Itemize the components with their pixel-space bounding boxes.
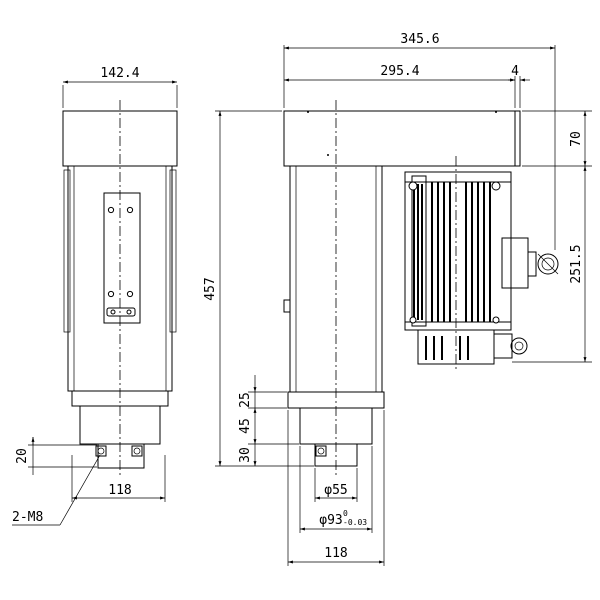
servo-motor bbox=[404, 156, 559, 372]
dim-motor-height: 251.5 bbox=[569, 244, 584, 283]
dim-shaft-diameter: φ55 bbox=[324, 483, 347, 498]
dim-pilot-diameter: φ93 bbox=[319, 513, 342, 528]
dim-right-body-width: 295.4 bbox=[380, 64, 419, 79]
dim-top-block-height: 70 bbox=[569, 131, 584, 147]
connector-plug bbox=[537, 253, 559, 275]
motor-body bbox=[404, 171, 512, 331]
dim-flange-gap: 4 bbox=[511, 64, 519, 79]
dim-total-height: 457 bbox=[203, 277, 218, 300]
dim-left-hole-offset: 20 bbox=[15, 448, 30, 464]
dim-pilot-tol-upper: 0 bbox=[343, 509, 348, 518]
dim-pilot-tol-lower: -0.03 bbox=[343, 518, 367, 527]
thread-callout: 2-M8 bbox=[12, 510, 43, 525]
right-top-block bbox=[283, 110, 516, 167]
dim-step-45: 45 bbox=[238, 418, 253, 434]
dim-step-30: 30 bbox=[238, 447, 253, 463]
motor-connector bbox=[501, 237, 529, 289]
encoder-plug bbox=[510, 337, 528, 355]
dim-right-base-width: 118 bbox=[324, 546, 347, 561]
dim-left-base-width: 118 bbox=[108, 483, 131, 498]
left-view: 142.4 20 118 2-M8 bbox=[12, 66, 178, 526]
dim-step-25: 25 bbox=[238, 392, 253, 408]
left-bolt-2 bbox=[131, 445, 143, 457]
dim-right-total-width: 345.6 bbox=[400, 32, 439, 47]
left-mounting-plate bbox=[103, 192, 141, 324]
dim-left-top-width: 142.4 bbox=[100, 66, 139, 81]
left-bolt-1 bbox=[95, 445, 107, 457]
right-view: 345.6 295.4 4 70 251.5 457 25 45 bbox=[203, 32, 592, 566]
